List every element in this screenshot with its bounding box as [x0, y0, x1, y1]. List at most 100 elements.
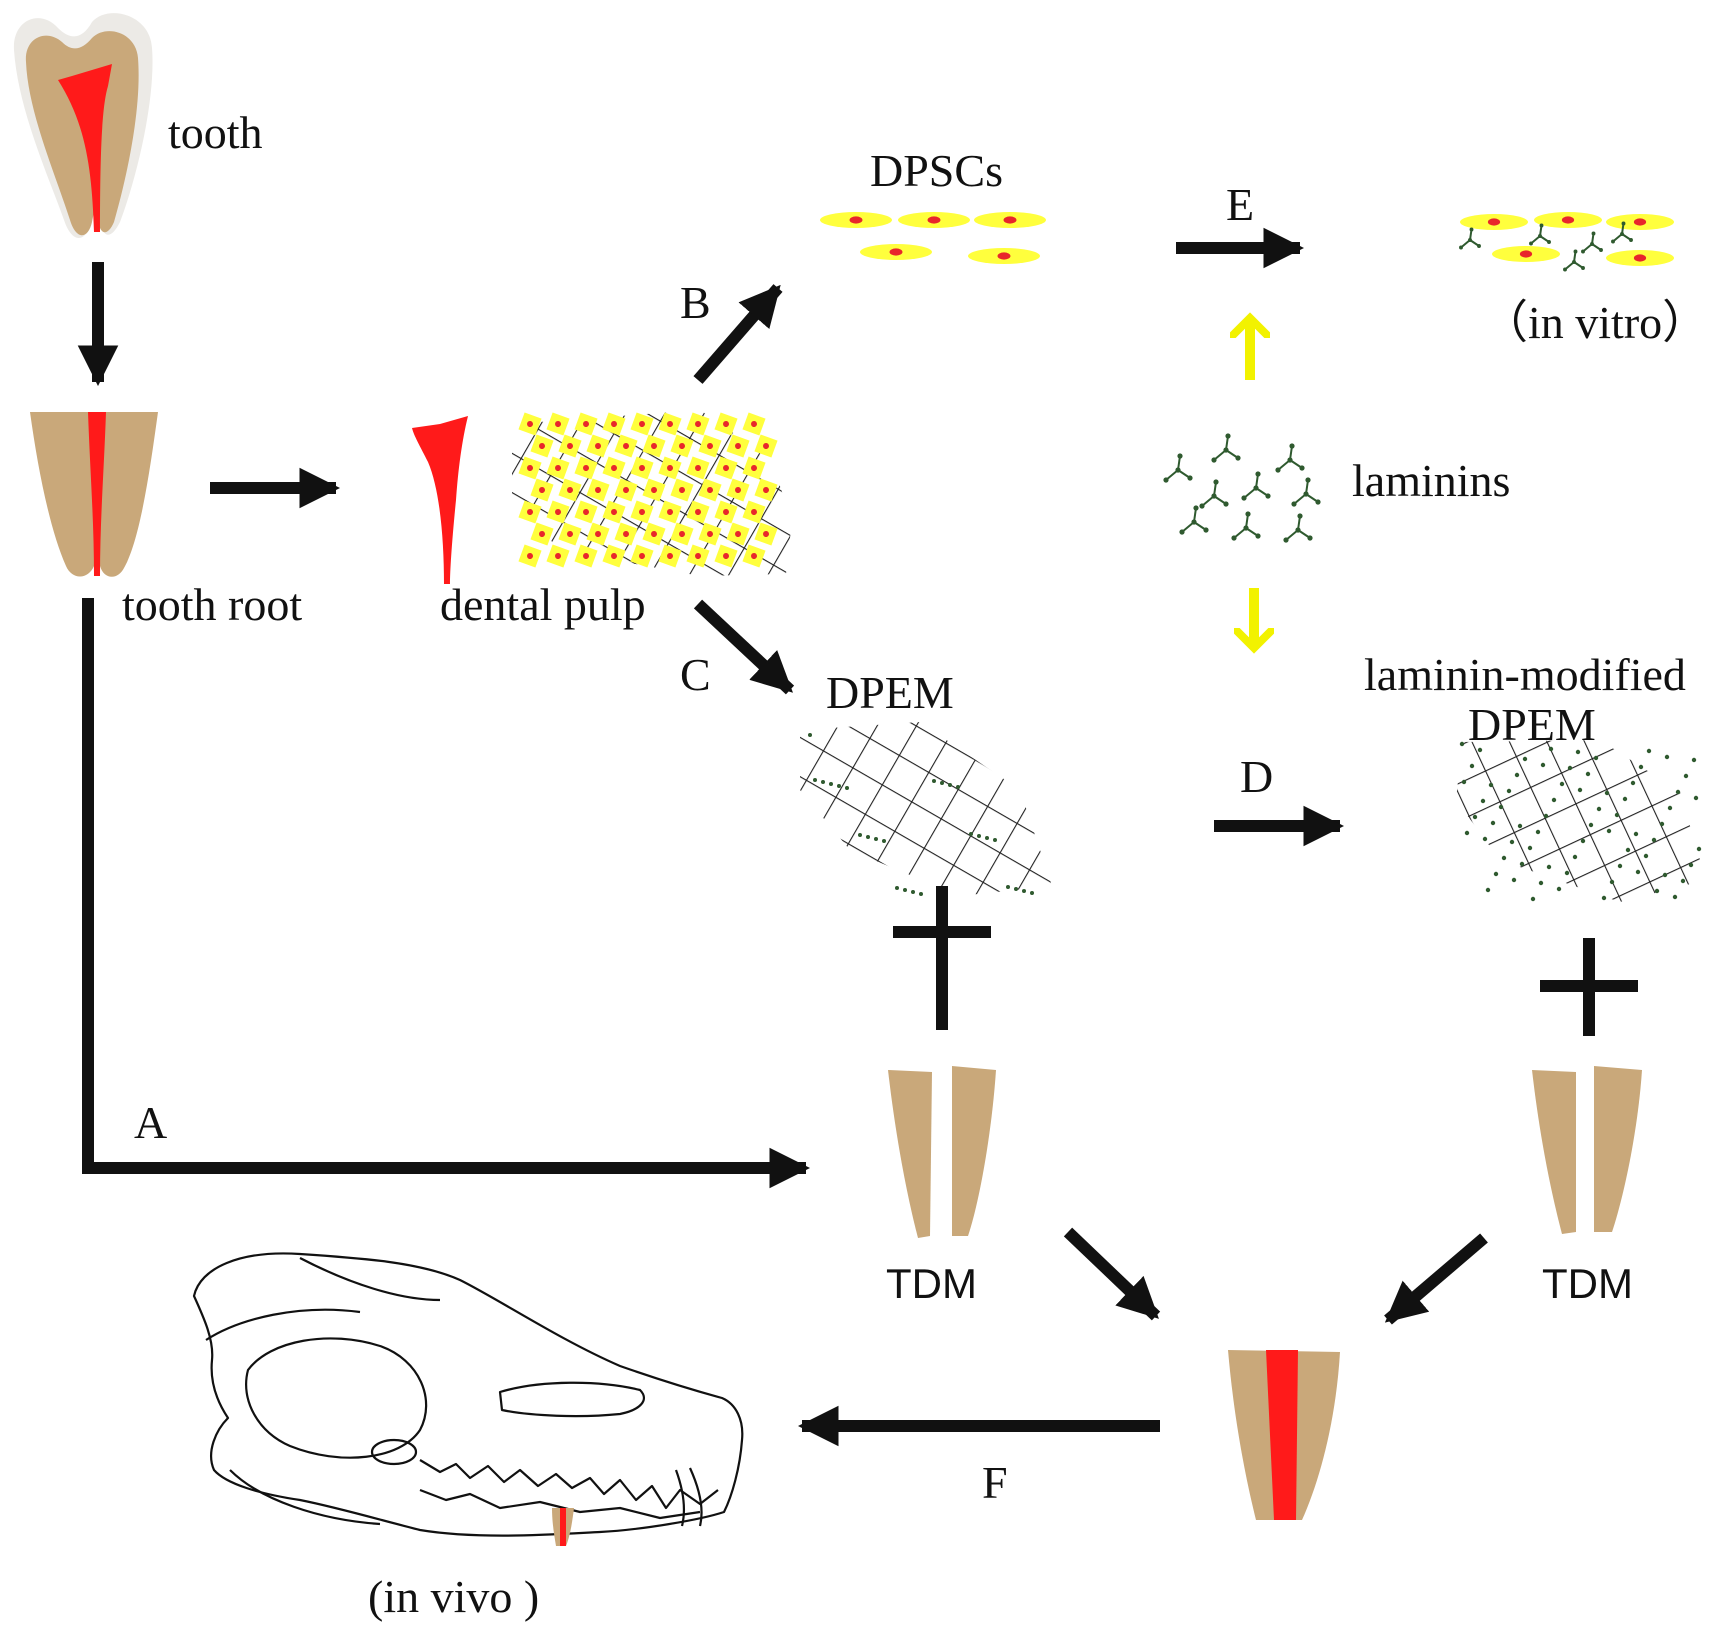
laminin-dot [1567, 765, 1573, 771]
laminin-dot [1575, 749, 1581, 755]
laminin-dot [829, 782, 833, 786]
laminin-dot [1585, 771, 1591, 777]
laminin-dot [911, 890, 915, 894]
laminin-dot [1638, 764, 1644, 770]
laminin-dot [1014, 887, 1018, 891]
cell-nucleus [997, 252, 1011, 260]
laminin-dot [1511, 877, 1517, 883]
laminin-dot [1530, 896, 1536, 902]
tdm-left-label: TDM [886, 1260, 977, 1307]
laminin-dot [895, 886, 899, 890]
laminin-molecule [1231, 511, 1261, 541]
implanted-root-in-skull [552, 1508, 574, 1546]
laminin-dot [1593, 755, 1599, 761]
laminin-dot [1664, 754, 1670, 760]
laminin-dot [1601, 895, 1607, 901]
laminin-dot [1548, 746, 1554, 752]
laminin-dot [1683, 773, 1689, 779]
laminin-dot [1488, 782, 1494, 788]
tdm-right-label: TDM [1542, 1260, 1633, 1307]
tdm-left-to-product-arrow [1063, 1227, 1161, 1321]
laminin-dot [837, 784, 841, 788]
laminin-dot [919, 892, 923, 896]
laminin-molecule [1459, 227, 1481, 250]
laminin-dot [956, 785, 960, 789]
laminin-molecule [1179, 505, 1209, 535]
step-f-label: F [982, 1457, 1008, 1508]
laminin-molecule [1291, 477, 1321, 507]
laminin-dot [1540, 762, 1546, 768]
laminin-dot [1667, 805, 1673, 811]
step-c-label: C [680, 649, 711, 700]
laminin-dot [1538, 880, 1544, 886]
laminin-dot [821, 780, 825, 784]
cell-nucleus [1487, 218, 1501, 226]
in-vitro-label: （in vitro） [1482, 297, 1708, 348]
laminin-dot [1606, 828, 1612, 834]
laminin-molecule [1211, 433, 1241, 463]
laminin-dot [1551, 797, 1557, 803]
laminin-dot [1691, 757, 1697, 763]
laminin-dot [1646, 748, 1652, 754]
dpscs-label: DPSCs [870, 145, 1003, 196]
laminin-dot [1693, 795, 1699, 801]
laminin-dot [1022, 889, 1026, 893]
laminin-dot [1675, 789, 1681, 795]
laminin-dot [1630, 780, 1636, 786]
laminin-dot [1546, 864, 1552, 870]
plus-sign-left [893, 886, 991, 1030]
laminin-dot [1477, 747, 1483, 753]
plus-sign-right [1540, 938, 1638, 1036]
cell-nucleus [1633, 218, 1647, 226]
tooth-label: tooth [168, 107, 263, 158]
dpem-mesh [800, 722, 1052, 896]
dpem-laminin-dots [808, 733, 1034, 896]
laminin-molecule [1163, 453, 1193, 483]
laminin-dot [1622, 796, 1628, 802]
laminin-dot [1596, 806, 1602, 812]
laminin-dot [1633, 831, 1639, 837]
laminins-label: laminins [1352, 455, 1510, 506]
laminin-molecules [1163, 433, 1321, 543]
laminin-molecule [1283, 513, 1313, 543]
laminin-dot [866, 835, 870, 839]
laminin-dot [1577, 787, 1583, 793]
laminin-dot [1543, 813, 1549, 819]
laminin-dot [1501, 855, 1507, 861]
step-e-label: E [1226, 179, 1254, 230]
laminin-modified-dpem-label-line1: laminin-modified [1364, 649, 1686, 700]
laminin-molecule [1529, 223, 1551, 246]
cell-nucleus [849, 216, 863, 224]
dog-skull-illustration [192, 1252, 744, 1537]
laminin-molecule [1275, 443, 1305, 473]
laminin-modified-dots [1459, 741, 1702, 902]
laminin-dot [1514, 772, 1520, 778]
laminin-dot [813, 778, 817, 782]
laminin-dot [1654, 888, 1660, 894]
laminin-molecule [1563, 249, 1585, 272]
tdm-right-to-product-arrow [1384, 1233, 1488, 1325]
cell-nucleus [1561, 216, 1575, 224]
cell-nucleus [1003, 216, 1017, 224]
laminin-dot [1469, 763, 1475, 769]
dental-pulp-label: dental pulp [440, 579, 646, 630]
laminin-dot [1506, 788, 1512, 794]
pulp-cell-cluster [518, 412, 778, 568]
laminin-dot [1609, 879, 1615, 885]
laminin-dot [1522, 756, 1528, 762]
laminin-dot [1030, 891, 1034, 895]
laminin-dot [1556, 886, 1562, 892]
laminin-dot [940, 781, 944, 785]
laminin-dot [1509, 839, 1515, 845]
laminin-dot [969, 832, 973, 836]
laminin-dot [977, 834, 981, 838]
laminin-dot [1461, 779, 1467, 785]
laminin-dot [845, 786, 849, 790]
tooth-root-illustration [30, 412, 158, 577]
laminin-dot [948, 783, 952, 787]
laminin-dot [1680, 878, 1686, 884]
laminin-dot [1672, 894, 1678, 900]
laminin-dot [1482, 836, 1488, 842]
dpem-label: DPEM [826, 667, 954, 718]
cell-nucleus [1633, 254, 1647, 262]
